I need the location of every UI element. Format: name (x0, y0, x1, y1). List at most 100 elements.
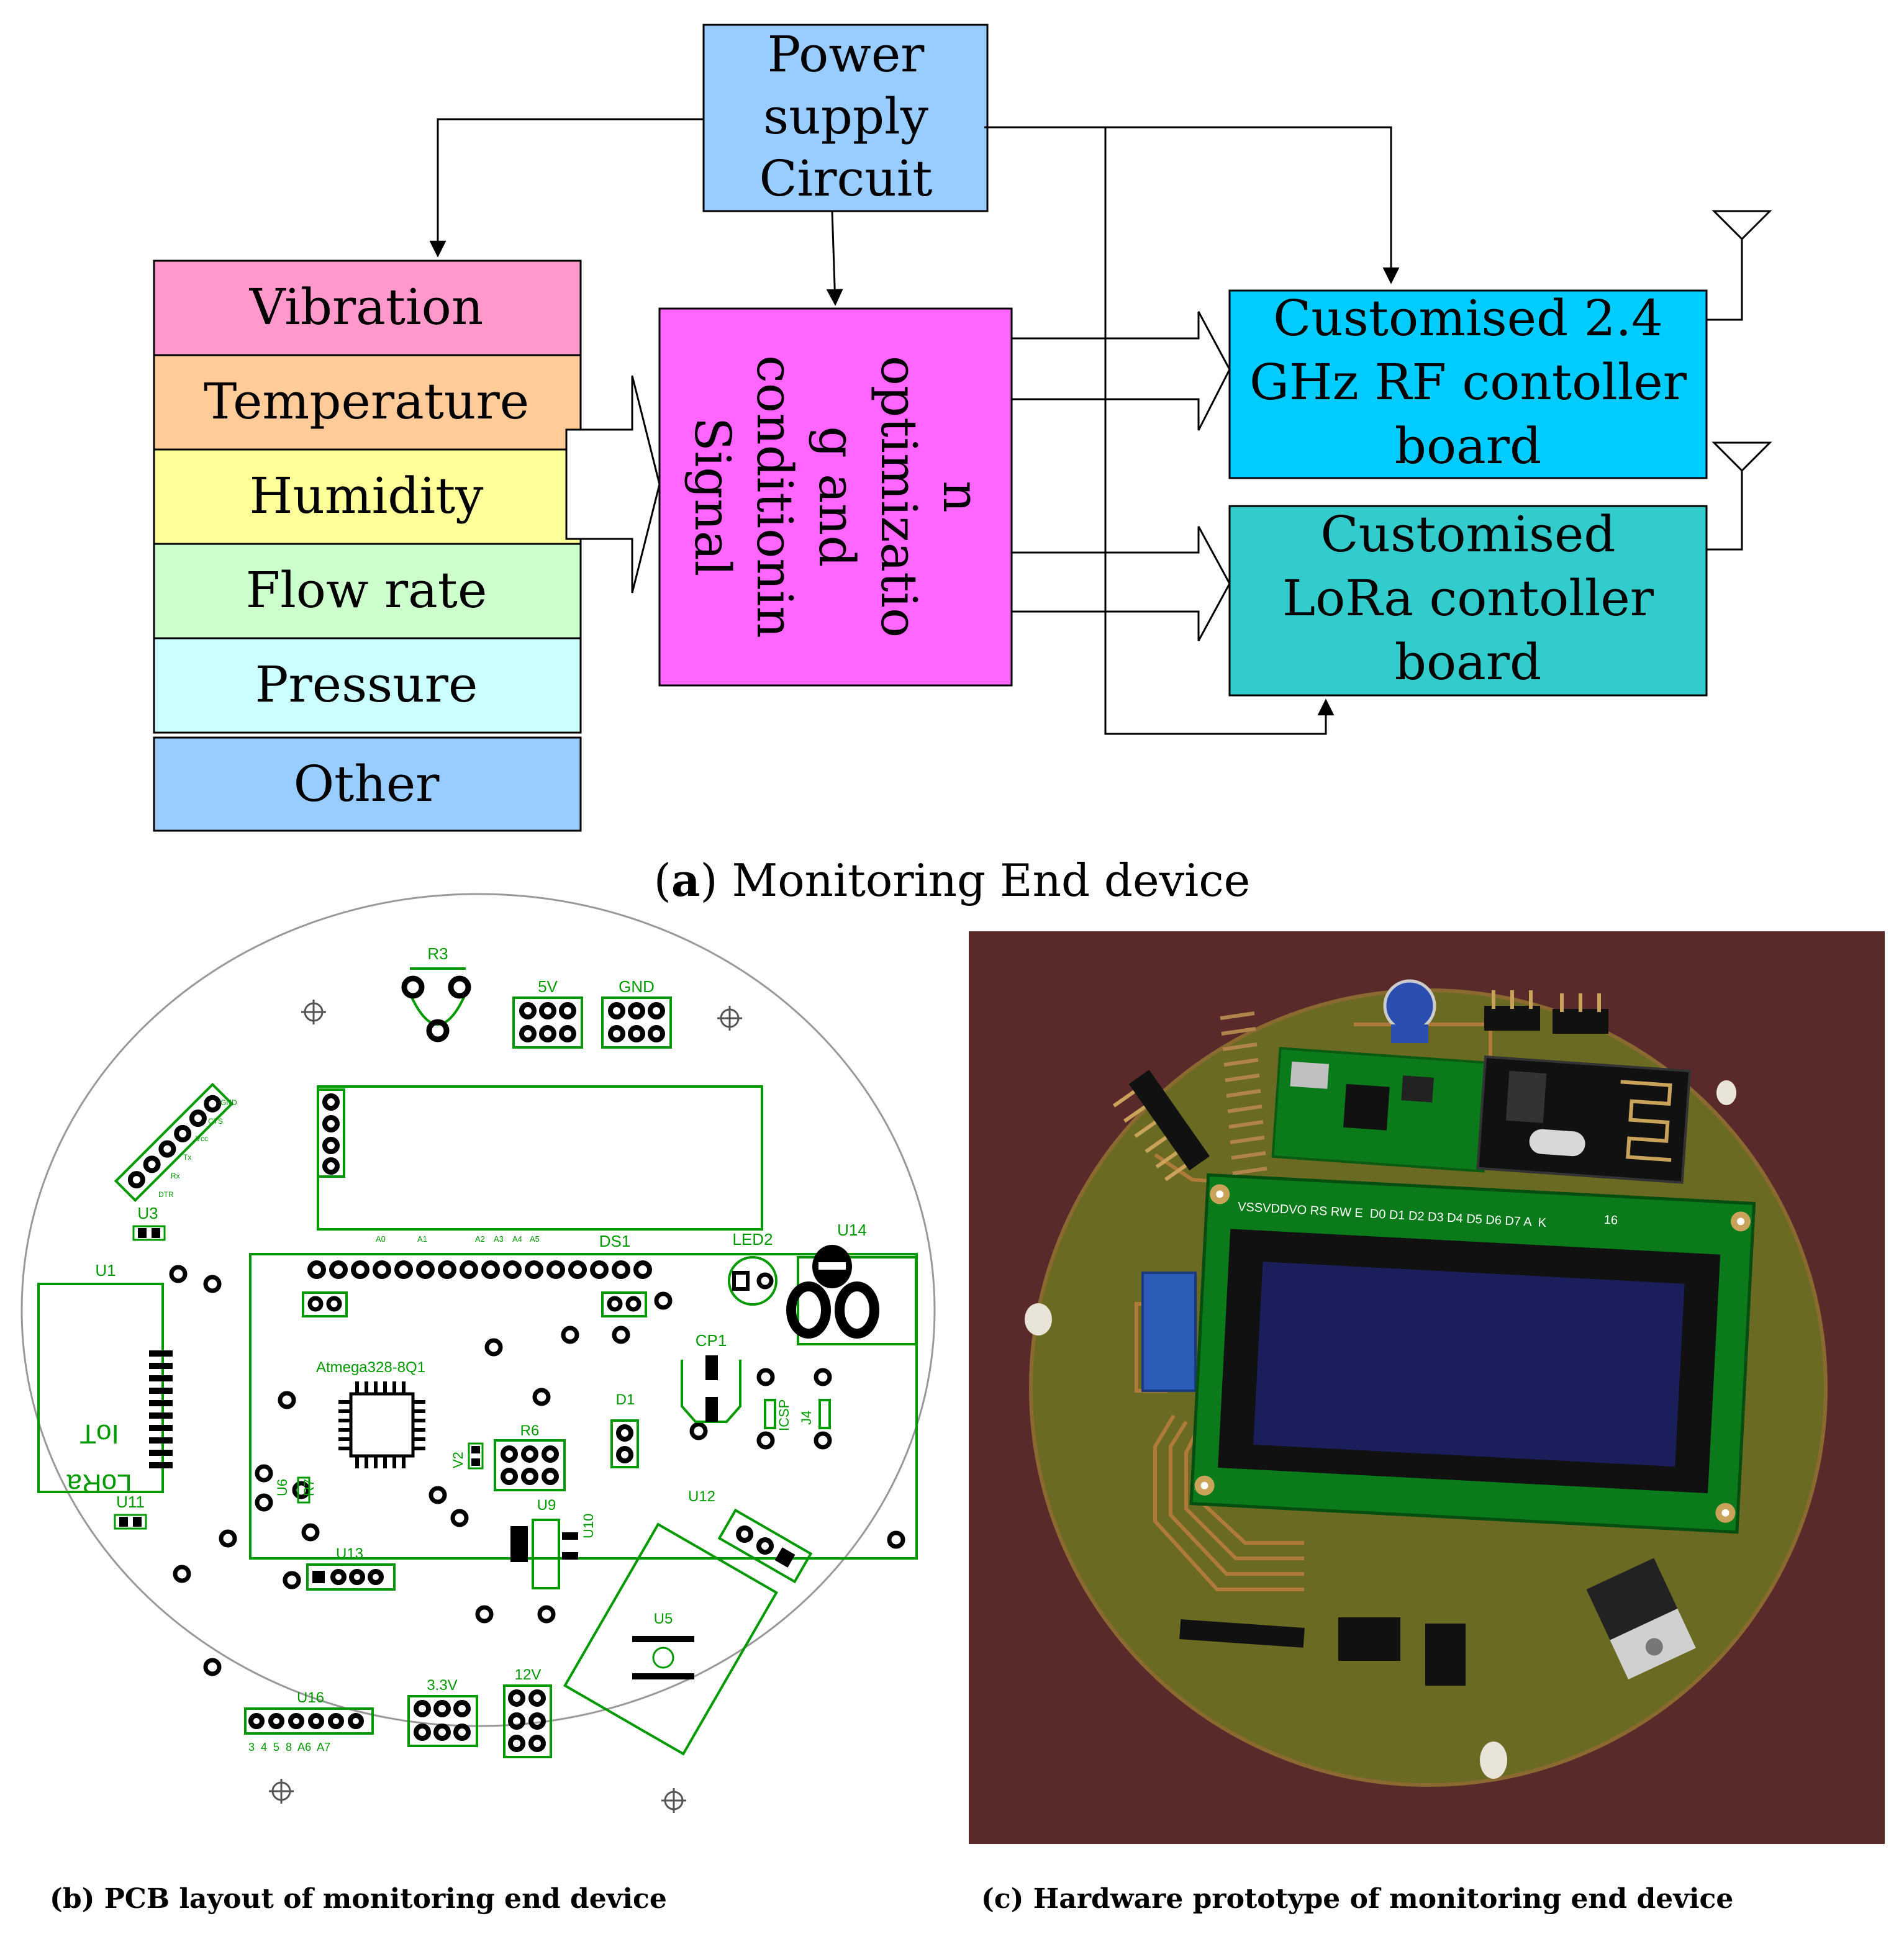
pcb-label-u12: U12 (688, 1488, 715, 1505)
pcb-u3 (114, 1082, 234, 1203)
sensor-to-signal-arrow (565, 375, 661, 594)
antenna-icons (1707, 210, 1772, 551)
pcb-label-12v: 12V (515, 1666, 542, 1683)
pcb-icsp: R6 (494, 1422, 566, 1491)
svg-text:CTS: CTS (208, 1117, 223, 1126)
signal-line-3: g and (808, 426, 866, 567)
rf-antenna-wire (1707, 239, 1743, 321)
photo-angled-header (1112, 1069, 1210, 1182)
sensor-vibration-label: Vibration (249, 278, 484, 336)
photo-nrf24-module (1476, 1055, 1692, 1184)
rf-board-line-3: board (1395, 417, 1542, 475)
sensor-humidity-box (153, 448, 582, 545)
pcb-label-5v: 5V (538, 977, 558, 996)
photo-standoffs (1025, 1080, 1736, 1779)
pcb-display-connector (317, 1088, 345, 1178)
pcb-u12 (717, 1508, 813, 1584)
pcb-label-led2: LED2 (732, 1230, 773, 1249)
rf-board-line-2: GHz RF contoller (1249, 353, 1687, 411)
sensor-pressure-box (153, 637, 582, 734)
lora-antenna-icon (1711, 441, 1772, 472)
photo-spring-antenna (1220, 1011, 1267, 1175)
hardware-photo: VSSVDDVO RS RW E D0 D1 D2 D3 D4 D5 D6 D7… (969, 931, 1885, 1844)
sensor-other-label: Other (294, 755, 440, 813)
pcb-mounting-holes (269, 1000, 742, 1813)
signal-line-5: n (932, 481, 990, 513)
svg-text:A1: A1 (417, 1234, 427, 1244)
pcb-label-atmega: Atmega328-8Q1 (316, 1359, 425, 1376)
svg-text:A3: A3 (494, 1234, 504, 1244)
caption-a: (a) Monitoring End device (654, 854, 1251, 906)
sensor-humidity-label: Humidity (250, 467, 484, 525)
power-to-sensors-line (429, 118, 704, 258)
pcb-label-u3: U3 (137, 1204, 158, 1222)
pcb-u1-text-lora: LoRa (66, 1468, 132, 1499)
photo-lcd-pin16: 16 (1603, 1213, 1618, 1227)
pcb-label-d1: J4 (799, 1411, 814, 1425)
photo-rf-module-green (1271, 1047, 1492, 1173)
svg-text:GND: GND (220, 1098, 237, 1107)
svg-text:A5: A5 (530, 1234, 540, 1244)
pcb-gnd-header: GND (601, 977, 672, 1049)
pcb-u3-pins: GND CTS Vcc Tx Rx DTR (158, 1098, 237, 1199)
lora-antenna-wire (1707, 471, 1743, 551)
rf-antenna-icon (1711, 210, 1772, 241)
photo-potentiometer (1383, 979, 1436, 1033)
power-to-signal-line (826, 210, 843, 306)
power-to-rf-line (984, 126, 1400, 284)
rf-board-box (1228, 289, 1708, 479)
pcb-u1-text-iot: IoT (79, 1419, 119, 1449)
svg-text:Rx: Rx (171, 1172, 180, 1180)
pcb-label-u10: U10 (581, 1514, 596, 1539)
sensor-flow-rate-box (153, 543, 582, 639)
svg-text:A4: A4 (512, 1234, 522, 1244)
pcb-12v-header: 12V (503, 1666, 552, 1758)
pcb-layout: R3 5V GND (20, 893, 936, 1813)
sensor-stack: Vibration Temperature Humidity Flow rate… (153, 260, 582, 832)
pcb-label-u1: U1 (95, 1261, 116, 1280)
photo-lcd-module: VSSVDDVO RS RW E D0 D1 D2 D3 D4 D5 D6 D7… (1189, 1173, 1756, 1534)
lora-board-line-1: Customised (1320, 505, 1615, 563)
svg-text:A2: A2 (475, 1234, 485, 1244)
sensor-other-box (153, 736, 582, 832)
pcb-vias (169, 1265, 905, 1676)
photo-voltage-regulator (1586, 1558, 1696, 1680)
signal-conditioning-text: Signal conditionin g and optimizatio n (684, 355, 990, 638)
svg-text:Tx: Tx (183, 1153, 191, 1162)
lora-board-line-3: board (1395, 633, 1542, 691)
caption-b: (b) PCB layout of monitoring end device (50, 1883, 667, 1915)
power-supply-line-1: Power (768, 25, 925, 83)
pcb-u9: U9 (510, 1497, 578, 1589)
svg-text:DTR: DTR (158, 1190, 174, 1199)
pcb-label-u5: U5 (654, 1611, 673, 1627)
pcb-u5 (563, 1522, 778, 1756)
power-supply-line-3: Circuit (759, 150, 932, 207)
pcb-main-outline (249, 1253, 918, 1560)
pcb-ds1-pin-labels: A0 A1 A2 A3 A4 A5 (376, 1234, 540, 1244)
photo-bluetooth-module (1141, 1272, 1197, 1392)
sensor-temperature-box (153, 354, 582, 451)
pcb-label-r6: ICSP (776, 1399, 792, 1431)
pcb-label-u14: U14 (837, 1221, 867, 1239)
lora-board-line-2: LoRa contoller (1282, 569, 1654, 627)
rf-board-line-1: Customised 2.4 (1273, 289, 1663, 347)
pcb-label-r3: R3 (427, 944, 448, 963)
pcb-u16-pin-labels: 3 4 5 8 A6 A7 (248, 1741, 330, 1753)
sensor-vibration-box (153, 260, 582, 356)
signal-conditioning-box (658, 307, 1013, 687)
power-supply-line-2: supply (763, 88, 928, 145)
pcb-label-u9: U9 (537, 1497, 556, 1514)
pcb-r3: R3 (401, 944, 471, 1042)
pcb-label-v2: V2 (450, 1452, 466, 1468)
sensor-flow-rate-label: Flow rate (246, 561, 487, 619)
signal-to-rf-arrow (1010, 311, 1231, 431)
block-diagram: Power supply Circuit Vibration Temperatu… (153, 24, 1772, 832)
power-connectors (429, 118, 1400, 735)
pcb-label-u16: U16 (297, 1689, 324, 1706)
svg-text:Vcc: Vcc (196, 1134, 208, 1143)
pcb-u1: U1 IoT LoRa (37, 1261, 173, 1499)
pcb-label-cp1: CP1 (696, 1331, 727, 1350)
pcb-ds1-pins (307, 1260, 652, 1279)
sensor-pressure-label: Pressure (255, 656, 478, 713)
